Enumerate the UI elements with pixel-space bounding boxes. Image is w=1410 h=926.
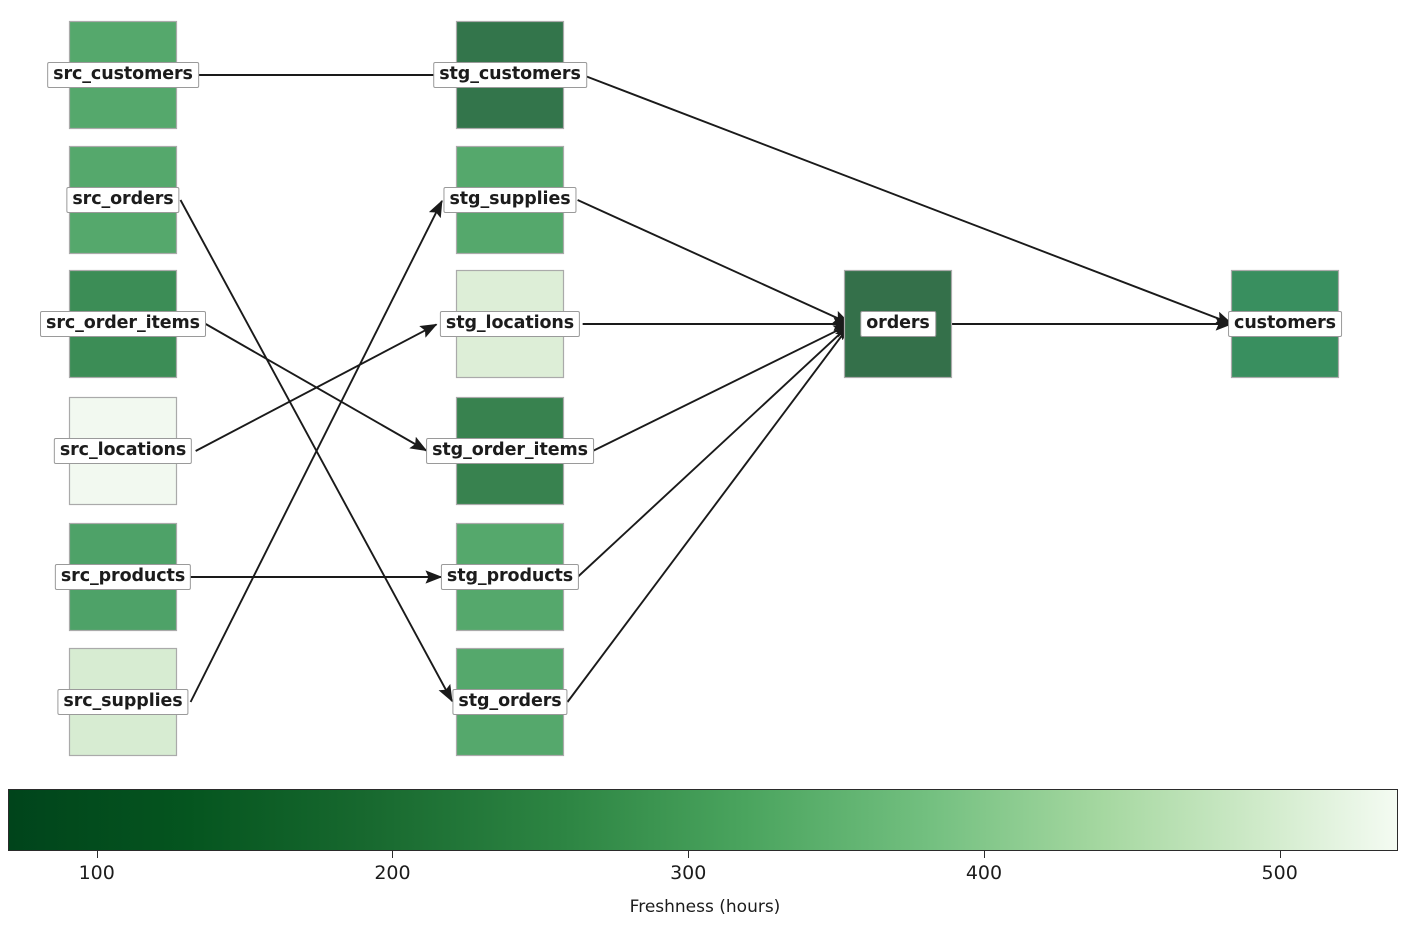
colorbar-tick-label: 300: [670, 862, 707, 884]
edge-src_supplies-to-stg_supplies: [189, 199, 443, 703]
colorbar: [8, 789, 1398, 851]
node-label-stg_supplies[interactable]: stg_supplies: [443, 187, 577, 213]
edges-group: [179, 74, 1233, 703]
node-label-src_customers[interactable]: src_customers: [47, 62, 199, 88]
nodes-group: [68, 20, 1340, 757]
node-label-orders[interactable]: orders: [860, 311, 936, 337]
node-label-stg_order_items[interactable]: stg_order_items: [426, 438, 594, 464]
node-label-src_orders[interactable]: src_orders: [66, 187, 180, 213]
edge-stg_customers-to-customers: [582, 74, 1233, 325]
colorbar-axis-label: Freshness (hours): [629, 897, 781, 917]
node-label-stg_orders[interactable]: stg_orders: [452, 689, 568, 715]
colorbar-tick-mark: [688, 851, 690, 858]
node-label-src_products[interactable]: src_products: [54, 564, 192, 590]
colorbar-tick-mark: [96, 851, 98, 858]
node-label-src_order_items[interactable]: src_order_items: [40, 311, 206, 337]
node-label-stg_products[interactable]: stg_products: [440, 564, 580, 590]
colorbar-tick-label: 400: [965, 862, 1003, 884]
node-label-src_supplies[interactable]: src_supplies: [57, 689, 189, 715]
colorbar-gradient: [9, 790, 1397, 850]
edge-stg_order_items-to-orders: [592, 323, 851, 452]
node-label-src_locations[interactable]: src_locations: [53, 438, 193, 464]
colorbar-tick-mark: [392, 851, 394, 858]
node-label-stg_customers[interactable]: stg_customers: [433, 62, 587, 88]
edge-stg_orders-to-orders: [566, 323, 851, 703]
colorbar-tick-label: 100: [78, 862, 115, 884]
colorbar-tick-label: 500: [1261, 862, 1298, 884]
edge-src_locations-to-stg_locations: [195, 323, 438, 452]
node-label-stg_locations[interactable]: stg_locations: [439, 311, 581, 337]
node-label-customers[interactable]: customers: [1228, 311, 1342, 337]
colorbar-tick-mark: [983, 851, 985, 858]
edge-stg_supplies-to-orders: [577, 199, 851, 325]
edge-stg_products-to-orders: [576, 323, 851, 578]
colorbar-tick-label: 200: [374, 862, 411, 884]
colorbar-tick-mark: [1279, 851, 1281, 858]
